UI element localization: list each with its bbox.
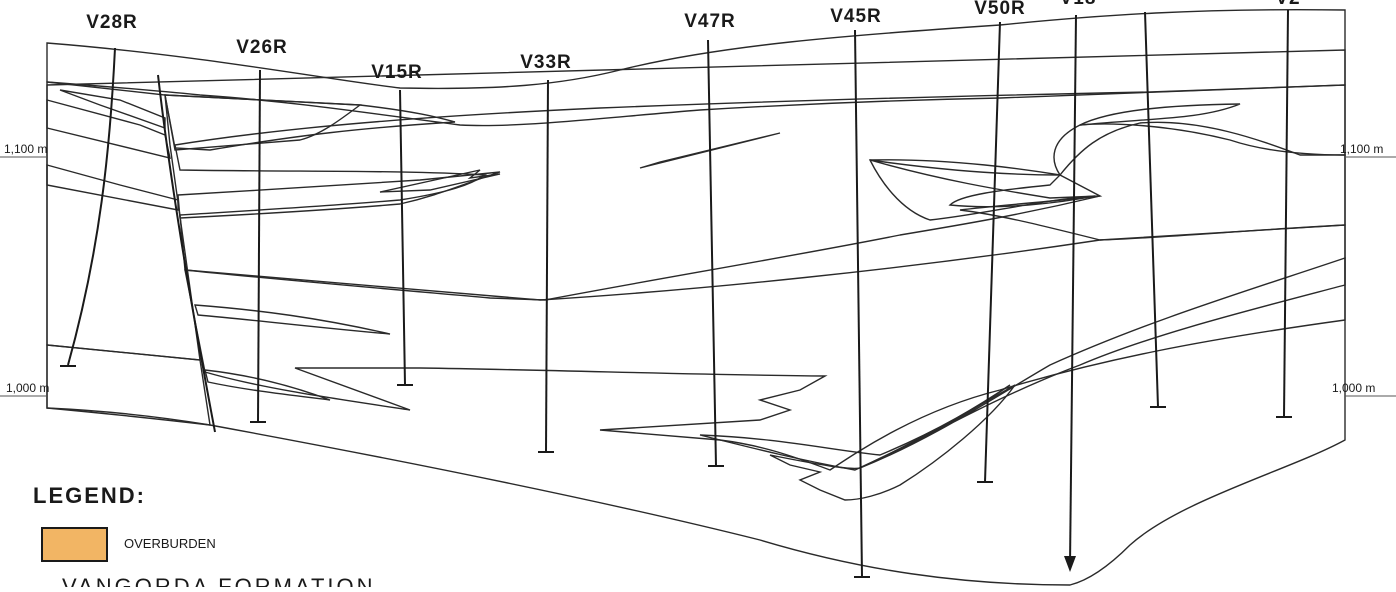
drillhole-lines bbox=[60, 10, 1292, 577]
elevation-label-left-1100: 1,100 m bbox=[4, 142, 47, 156]
drillhole-label-v33r: V33R bbox=[520, 52, 572, 73]
drillhole-label-v45r: V45R bbox=[830, 6, 882, 27]
yellow-lower-unit bbox=[185, 225, 1345, 470]
drillhole-label-v28r: V28R bbox=[86, 12, 138, 33]
legend-title: LEGEND: bbox=[33, 483, 146, 508]
red-upper-unit bbox=[175, 85, 1345, 300]
red-central-lower-lens bbox=[700, 385, 1010, 470]
legend-label-overburden: OVERBURDEN bbox=[124, 536, 216, 551]
elevation-label-left-1000: 1,000 m bbox=[6, 381, 49, 395]
brown-left-bottom bbox=[47, 345, 210, 425]
legend-swatch-overburden bbox=[42, 528, 107, 561]
formation-title: VANGORDA FORMATION bbox=[62, 574, 376, 587]
red-lower-left-lens bbox=[195, 305, 390, 334]
yellow-upper-lens-left bbox=[178, 172, 500, 218]
drillhole-label-v47r: V47R bbox=[684, 11, 736, 32]
drillhole-label-v26r: V26R bbox=[236, 37, 288, 58]
yellow-top-band bbox=[165, 95, 455, 150]
drillhole-label-v15r: V15R bbox=[371, 62, 423, 83]
elevation-label-right-1000: 1,000 m bbox=[1332, 381, 1375, 395]
drillhole-label-v18: V18 bbox=[1060, 0, 1097, 9]
grey-left-unit bbox=[47, 82, 200, 360]
brown-left-lens-2 bbox=[47, 165, 178, 210]
drillhole-label-v50r: V50R bbox=[974, 0, 1026, 19]
brown-base-unit bbox=[47, 50, 1345, 585]
drillhole-label-v2: V2 bbox=[1275, 0, 1300, 9]
elevation-label-right-1100: 1,100 m bbox=[1340, 142, 1383, 156]
